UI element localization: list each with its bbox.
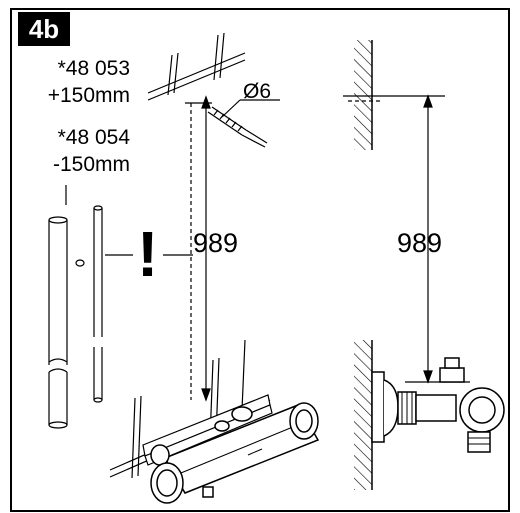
drill-bit-icon [207,106,268,148]
step-badge: 4b [18,12,70,46]
thermostat-mixer-front-icon [150,402,320,504]
warning-exclamation: ! [137,218,159,290]
front-height-dimension: 989 [193,228,239,258]
thermostat-mixer-side-icon [371,357,505,453]
side-wall-upper-icon [354,40,373,150]
tile-wall-top-icon [147,32,246,101]
drill-diameter-label: Ø6 [243,80,272,103]
extension-1-length: +150mm [47,84,130,107]
extension-1-code: *48 053 [57,57,130,80]
extension-pipe-thick-icon [48,216,68,429]
side-wall-lower-icon [354,340,373,490]
extension-2-length: -150mm [52,153,130,176]
side-dimension-line [405,94,470,384]
extension-2-code: *48 054 [57,126,130,149]
o-ring-icon [75,259,85,267]
front-dimension-line [185,95,212,402]
side-height-dimension: 989 [397,228,443,258]
panel-border [10,8,510,512]
extension-pipe-thin-icon [93,205,103,403]
